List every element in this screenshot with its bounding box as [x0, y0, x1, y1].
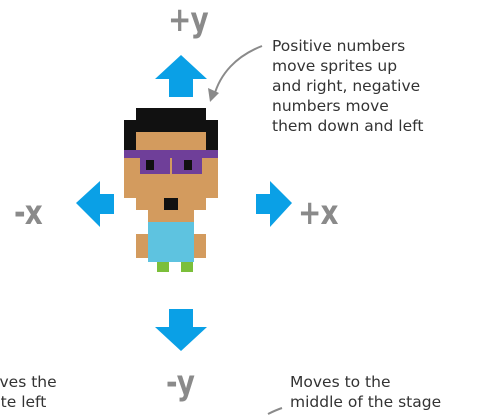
note-line: rite left — [0, 393, 47, 411]
note-line: Positive numbers — [272, 37, 406, 55]
axis-label-plus-y: +y — [168, 0, 209, 40]
pointer-line-center — [267, 407, 283, 415]
note-line: Moves to the — [290, 373, 391, 391]
note-moves-sprite-left: oves the rite left — [0, 372, 90, 412]
arrow-left-icon — [76, 181, 114, 227]
note-line: move sprites up — [272, 57, 398, 75]
pointer-arrowhead — [208, 88, 219, 102]
note-line: them down and left — [272, 117, 424, 135]
note-positive-numbers: Positive numbers move sprites up and rig… — [272, 36, 482, 136]
axis-label-minus-y: -y — [166, 363, 195, 403]
arrow-up-icon — [155, 55, 207, 97]
pixel-sprite-character — [124, 108, 218, 272]
axis-label-minus-x: -x — [14, 193, 43, 233]
note-middle-of-stage: Moves to the middle of the stage — [290, 372, 480, 412]
axis-label-plus-x: +x — [298, 193, 339, 233]
note-line: middle of the stage — [290, 393, 442, 411]
arrow-down-icon — [155, 309, 207, 351]
note-line: oves the — [0, 373, 57, 391]
pointer-line-positive — [213, 45, 263, 97]
note-line: numbers move — [272, 97, 389, 115]
arrow-right-icon — [256, 181, 292, 227]
note-line: and right, negative — [272, 77, 421, 95]
